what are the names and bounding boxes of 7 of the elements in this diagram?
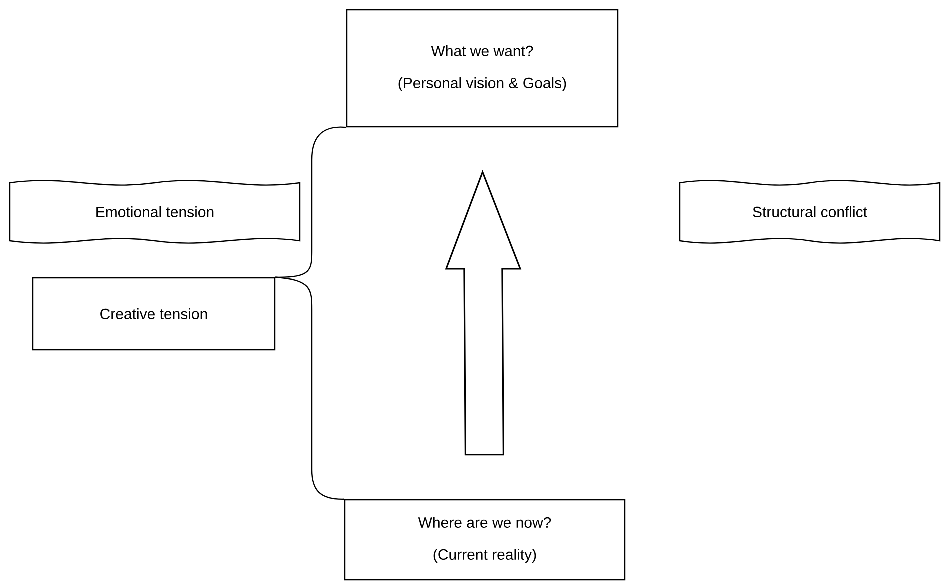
wavy-banner: Emotional tension [9, 180, 301, 244]
block-arrow [445, 170, 522, 456]
wavy-banner: Structural conflict [679, 180, 941, 244]
text-box: What we want? (Personal vision & Goals) [346, 9, 619, 128]
text-box: Creative tension [32, 277, 276, 351]
text-box: Where are we now? (Current reality) [344, 499, 626, 581]
brace-line [276, 276, 344, 500]
